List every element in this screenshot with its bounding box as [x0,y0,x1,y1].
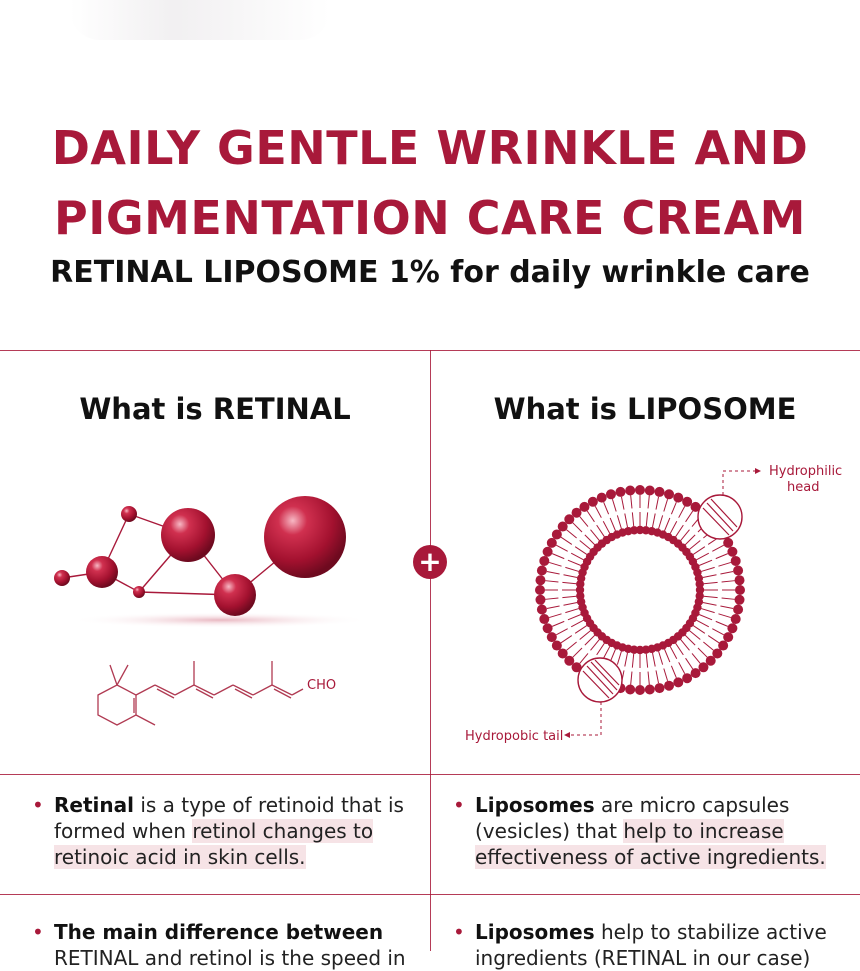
top-fade-decoration [70,0,330,40]
retinal-highlight-1: retinol changes to [192,819,374,843]
hydrophilic-label-2: head [787,480,819,495]
retinal-molecule-illustration [54,496,370,628]
bullet-dot: • [453,920,465,944]
liposome-bullet-2-bold: Liposomes [475,920,595,944]
subheadline: RETINAL LIPOSOME 1% for daily wrinkle ca… [50,255,810,290]
retinal-title: What is RETINAL [79,392,351,426]
molecule-sphere [214,574,256,616]
liposome-title: What is LIPOSOME [493,392,797,426]
hydrophilic-label: Hydrophilic [769,464,842,479]
liposome-text-1: are micro capsules [594,793,790,817]
liposome-highlight-1: help to increase [623,819,784,843]
retinal-term: Retinal [54,793,134,817]
retinal-structural-formula: CHO [97,661,336,726]
liposome-text-2: (vesicles) that [475,819,624,843]
headline-line-1: DAILY GENTLE WRINKLE AND [51,121,809,175]
formula-label: CHO [307,678,336,693]
molecule-sphere [86,556,118,588]
bullet-dot: • [32,920,44,944]
molecule-sphere [133,586,145,598]
hydrophobic-label: Hydropobic tail [465,729,563,744]
liposome-bullet-2: • Liposomes help to stabilize active ing… [453,919,845,971]
molecule-sphere [121,506,137,522]
liposome-diagram: Hydrophilic head Hydropobic tail [465,464,842,744]
molecule-sphere [264,496,346,578]
plus-icon: + [413,545,447,579]
retinal-text-1: is a type of retinoid that is [133,793,404,817]
liposome-term: Liposomes [475,793,595,817]
divider-vertical [430,350,431,951]
retinal-text-2: formed when [54,819,193,843]
headline-line-2: PIGMENTATION CARE CREAM [54,191,806,245]
retinal-highlight-2: retinoic acid in skin cells. [54,845,306,869]
retinal-bullet-2-cut: RETINAL and retinol is the speed in [54,946,406,970]
molecule-sphere [161,508,215,562]
liposome-bullet-1: • Liposomes are micro capsules (vesicles… [453,792,845,870]
liposome-bullet-2-text: help to stabilize active [594,920,827,944]
liposome-bullet-2-cut: ingredients (RETINAL in our case) [475,946,811,970]
retinal-bullet-2: • The main difference between RETINAL an… [32,919,414,971]
bullet-dot: • [32,793,44,817]
liposome-highlight-2: effectiveness of active ingredients. [475,845,826,869]
headline: DAILY GENTLE WRINKLE AND PIGMENTATION CA… [0,113,860,253]
molecule-sphere [54,570,70,586]
bullet-dot: • [453,793,465,817]
retinal-bullet-1: • Retinal is a type of retinoid that is … [32,792,414,870]
retinal-bullet-2-bold: The main difference between [54,920,384,944]
